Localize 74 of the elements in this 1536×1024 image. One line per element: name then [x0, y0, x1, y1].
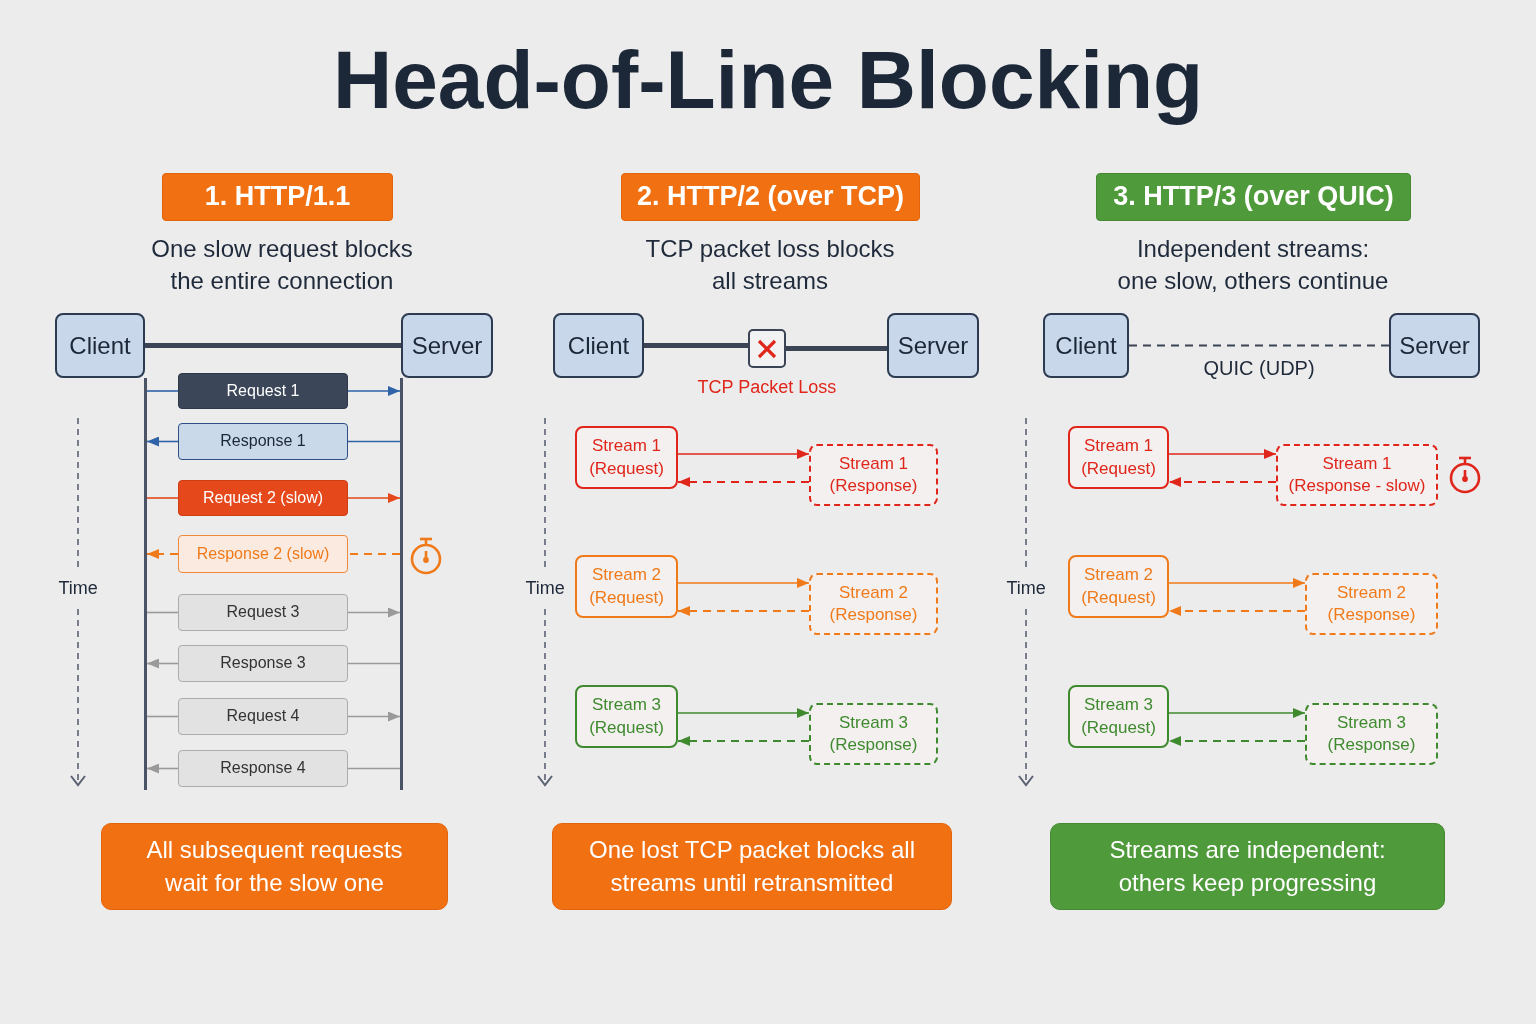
stream-box: Stream 3 (Response): [809, 703, 938, 765]
stream-box: Stream 1 (Response): [809, 444, 938, 506]
connector-line: [347, 662, 401, 665]
message-box: Request 1: [178, 373, 348, 409]
participant-box: Server: [1389, 313, 1480, 378]
connector-line: [145, 343, 401, 348]
stream-box: Stream 2 (Request): [1068, 555, 1169, 618]
arrow: [677, 736, 810, 746]
arrow: [347, 711, 401, 722]
subtitle: One slow request blocks the entire connection: [150, 234, 414, 296]
message-box: Request 2 (slow): [178, 480, 348, 516]
section-badge: 1. HTTP/1.1: [162, 173, 393, 221]
connector-line: [786, 346, 887, 351]
stream-box: Stream 1 (Request): [1068, 426, 1169, 489]
stream-box: Stream 3 (Response): [1305, 703, 1438, 765]
stream-box: Stream 3 (Request): [1068, 685, 1169, 748]
participant-box: Server: [887, 313, 979, 378]
packet-loss-box: [748, 329, 786, 368]
subtitle: Independent streams: one slow, others continue: [1116, 234, 1390, 296]
summary-box: All subsequent requests wait for the slow one: [101, 823, 448, 910]
stream-box: Stream 2 (Response): [1305, 573, 1438, 635]
participant-box: Client: [55, 313, 145, 378]
arrow: [146, 549, 179, 559]
summary-box: One lost TCP packet blocks all streams until retransmitted: [552, 823, 952, 910]
stream-box: Stream 2 (Request): [575, 555, 678, 618]
arrow: [1168, 708, 1306, 718]
message-box: Request 4: [178, 698, 348, 735]
time-label: Time: [1006, 577, 1046, 599]
connector-line: [347, 440, 401, 443]
connector-line: [146, 715, 179, 718]
arrow: [677, 708, 810, 718]
stream-box: Stream 1 (Request): [575, 426, 678, 489]
arrow: [677, 606, 810, 616]
connector-line: [347, 553, 401, 555]
participant-box: Server: [401, 313, 493, 378]
arrow: [1168, 606, 1306, 616]
connector-line: [644, 343, 748, 348]
arrow: [1168, 477, 1277, 487]
participant-box: Client: [553, 313, 644, 378]
lifeline: [400, 378, 403, 790]
arrow: [347, 607, 401, 618]
stream-box: Stream 3 (Request): [575, 685, 678, 748]
lifeline: [144, 378, 147, 790]
connector-line: [347, 767, 401, 770]
arrow: [347, 493, 401, 503]
section-badge: 3. HTTP/3 (over QUIC): [1096, 173, 1411, 221]
arrow: [1168, 578, 1306, 588]
connector-line: [146, 390, 179, 392]
time-label: Time: [525, 577, 565, 599]
arrow: [1168, 736, 1306, 746]
arrow: [677, 578, 810, 588]
stream-box: Stream 1 (Response - slow): [1276, 444, 1438, 506]
summary-box: Streams are independent: others keep progressing: [1050, 823, 1445, 910]
connector-line: [146, 497, 179, 499]
arrow: [677, 449, 810, 459]
time-label: Time: [58, 577, 98, 599]
message-box: Response 4: [178, 750, 348, 787]
arrow: [347, 386, 401, 396]
arrow: [146, 436, 179, 447]
arrow: [146, 763, 179, 774]
connector-line: [146, 611, 179, 614]
arrow: [146, 658, 179, 669]
message-box: Response 1: [178, 423, 348, 460]
section-badge: 2. HTTP/2 (over TCP): [621, 173, 920, 221]
message-box: Response 3: [178, 645, 348, 682]
arrow: [1168, 449, 1277, 459]
arrow: [677, 477, 810, 487]
message-box: Request 3: [178, 594, 348, 631]
message-box: Response 2 (slow): [178, 535, 348, 573]
connector-line: [1128, 344, 1390, 347]
node-label: TCP Packet Loss: [697, 376, 837, 398]
stream-box: Stream 2 (Response): [809, 573, 938, 635]
subtitle: TCP packet loss blocks all streams: [644, 234, 896, 296]
participant-box: Client: [1043, 313, 1129, 378]
